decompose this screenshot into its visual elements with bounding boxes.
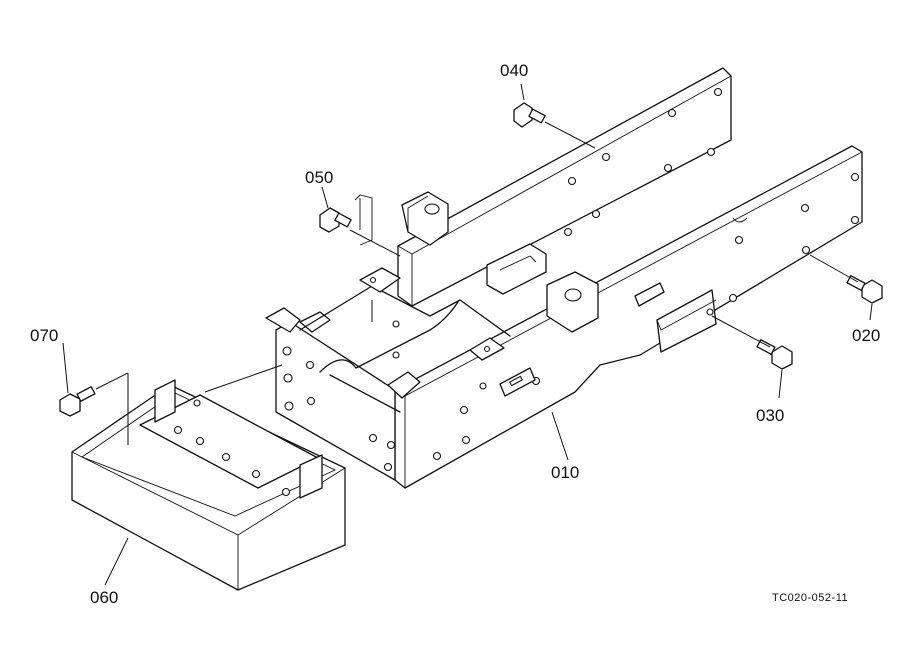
bolt-070 — [59, 386, 96, 417]
rear-side-rail — [397, 67, 732, 307]
label-070: 070 — [30, 326, 58, 345]
label-010: 010 — [551, 463, 579, 482]
main-frame — [394, 145, 863, 489]
bolt-040 — [513, 102, 546, 128]
tray-060 — [71, 379, 346, 591]
label-020: 020 — [852, 326, 880, 345]
label-050: 050 — [305, 168, 333, 187]
bolt-050 — [319, 194, 373, 246]
bolt-020 — [846, 275, 883, 304]
saddle-bracket — [486, 243, 599, 333]
label-060: 060 — [90, 588, 118, 607]
front-box — [265, 267, 511, 481]
leader-lines — [62, 83, 873, 586]
label-040: 040 — [500, 61, 528, 80]
label-030: 030 — [756, 406, 784, 425]
bolt-030 — [756, 339, 793, 370]
figure-code: TC020-052-11 — [772, 592, 848, 604]
upper-bracket — [401, 191, 449, 246]
